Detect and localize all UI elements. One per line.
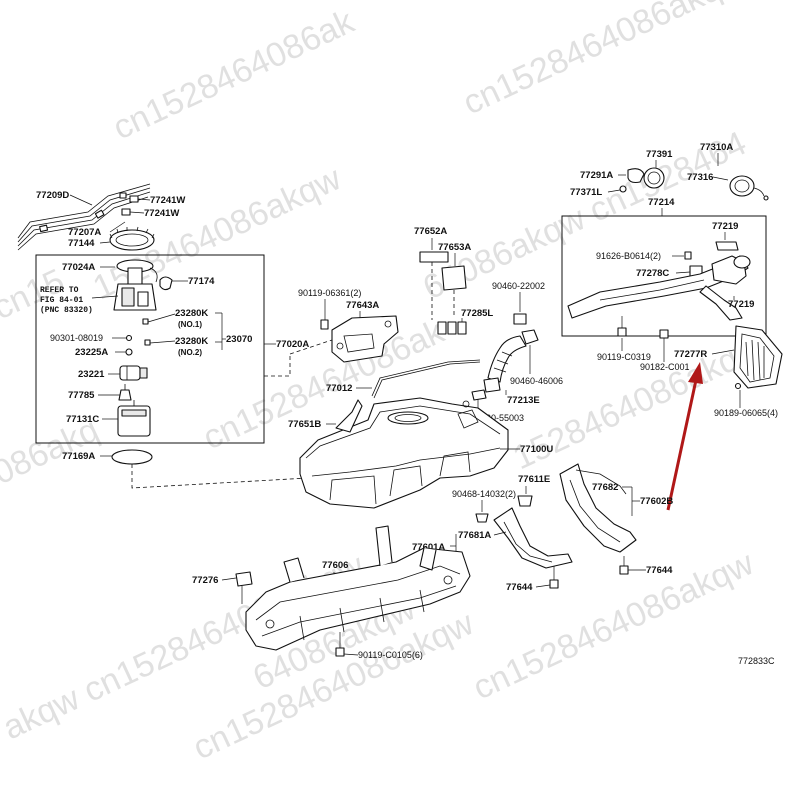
hose-clamp-a xyxy=(513,313,527,325)
cushion-77285L xyxy=(437,321,467,335)
fuel-pump-module xyxy=(113,259,158,311)
filler-hose xyxy=(487,335,527,383)
callout-23221: 23221 xyxy=(78,369,105,380)
callout-77213E: 77213E xyxy=(507,395,540,406)
callout-77316: 77316 xyxy=(687,172,713,183)
callout-77391: 77391 xyxy=(646,149,673,160)
fuel-tank-protector-77606 xyxy=(245,525,471,651)
callout-77169A: 77169A xyxy=(62,451,95,462)
callout-90301-08019: 90301-08019 xyxy=(50,333,103,343)
part-77291A xyxy=(627,168,645,184)
callout-90460-46006: 90460-46006 xyxy=(510,376,563,386)
refer-note-line2: FIG 84-01 xyxy=(40,296,83,305)
watermark-line: cn1528464086akqw xyxy=(467,544,759,707)
refer-note-line1: REFER TO xyxy=(40,286,79,295)
callout-77606: 77606 xyxy=(322,560,348,571)
callout-23225A: 23225A xyxy=(75,347,108,358)
fuel-tank-77100U xyxy=(299,397,509,509)
callout-90189-06065: 90189-06065(4) xyxy=(714,408,778,418)
strap-77601A xyxy=(493,507,573,569)
strap-77602B xyxy=(559,463,637,553)
callout-77285L: 77285L xyxy=(461,308,493,319)
gasket-77169A xyxy=(111,449,153,465)
callout-77651B: 77651B xyxy=(288,419,321,430)
fuel-line-tubes xyxy=(17,183,151,251)
diagram-code: 772833C xyxy=(738,656,775,666)
callout-77310A: 77310A xyxy=(700,142,733,153)
callout-77024A: 77024A xyxy=(62,262,95,273)
callout-77277R: 77277R xyxy=(674,349,707,360)
fuel-filter-77131C xyxy=(117,400,151,437)
callout-77601A: 77601A xyxy=(412,542,445,553)
retaining-ring-77144 xyxy=(109,226,155,251)
callout-77644-b: 77644 xyxy=(646,565,673,576)
highlight-arrow xyxy=(666,362,703,511)
gasket-77391 xyxy=(643,167,665,189)
callout-90119-06361: 90119-06361(2) xyxy=(298,288,361,298)
callout-77785: 77785 xyxy=(68,390,95,401)
cushion-77652A xyxy=(419,251,449,263)
callout-90460-55003: 90460-55003 xyxy=(471,413,524,423)
callout-no2: (NO.2) xyxy=(178,348,202,357)
hose-clamp-c xyxy=(483,377,501,393)
callout-no1: (NO.1) xyxy=(178,320,202,329)
watermark-line: cn1528464086ak xyxy=(107,2,360,147)
hose-clamp-b xyxy=(521,329,539,345)
callout-90468-14032: 90468-14032(2) xyxy=(452,489,516,499)
watermark-line: cn1528464086akqw cn1 xyxy=(457,0,800,122)
callout-77174: 77174 xyxy=(188,276,215,287)
callout-77214: 77214 xyxy=(648,197,675,208)
callout-77207A: 77207A xyxy=(68,227,101,238)
filler-pipe-77201 xyxy=(567,255,751,321)
callout-77209D: 77209D xyxy=(36,190,69,201)
highlight-arrow-head xyxy=(688,362,703,384)
callout-23280K-1: 23280K xyxy=(175,308,208,319)
filler-box-77277R xyxy=(733,325,783,390)
callout-90119-C0319: 90119-C0319 xyxy=(597,352,651,362)
callout-90119-C0105: 90119-C0105(6) xyxy=(358,650,423,660)
callout-77276: 77276 xyxy=(192,575,218,586)
callout-77219-a: 77219 xyxy=(712,221,738,232)
cushion-77653A xyxy=(441,265,467,291)
callout-77100U: 77100U xyxy=(520,444,553,455)
fuel-pump-group-box xyxy=(35,254,265,444)
cushion-77651B xyxy=(335,399,363,433)
callout-77241W-b: 77241W xyxy=(144,208,179,219)
callout-91626-B0614: 91626-B0614(2) xyxy=(596,251,661,261)
callout-77644-a: 77644 xyxy=(506,582,533,593)
breather-pipe-77012 xyxy=(371,359,481,397)
callout-77682: 77682 xyxy=(592,482,618,493)
fuel-pump-23221 xyxy=(119,365,148,381)
callout-90460-22002: 90460-22002 xyxy=(492,281,545,291)
callout-77219-b: 77219 xyxy=(728,299,754,310)
callout-77278C: 77278C xyxy=(636,268,669,279)
callout-77241W-a: 77241W xyxy=(150,195,185,206)
callout-77611E: 77611E xyxy=(518,474,550,485)
callout-90182-C001: 90182-C001 xyxy=(640,362,690,372)
callout-77652A: 77652A xyxy=(414,226,447,237)
fuel-cap-77310A xyxy=(729,175,769,201)
callout-77291A: 77291A xyxy=(580,170,613,181)
callout-77681A: 77681A xyxy=(458,530,491,541)
callout-77371L: 77371L xyxy=(570,187,602,198)
callout-77643A: 77643A xyxy=(346,300,379,311)
heat-protector-77643A xyxy=(331,315,399,363)
refer-note-line3: (PNC 83320) xyxy=(40,306,93,315)
callout-77144: 77144 xyxy=(68,238,95,249)
highlight-arrow-shaft xyxy=(666,379,698,511)
callout-77602B: 77602B xyxy=(640,496,673,507)
callout-77653A: 77653A xyxy=(438,242,471,253)
callout-77012: 77012 xyxy=(326,383,352,394)
callout-77131C: 77131C xyxy=(66,414,99,425)
callout-23280K-2: 23280K xyxy=(175,336,208,347)
callout-77020A: 77020A xyxy=(276,339,309,350)
callout-23070: 23070 xyxy=(226,334,252,345)
